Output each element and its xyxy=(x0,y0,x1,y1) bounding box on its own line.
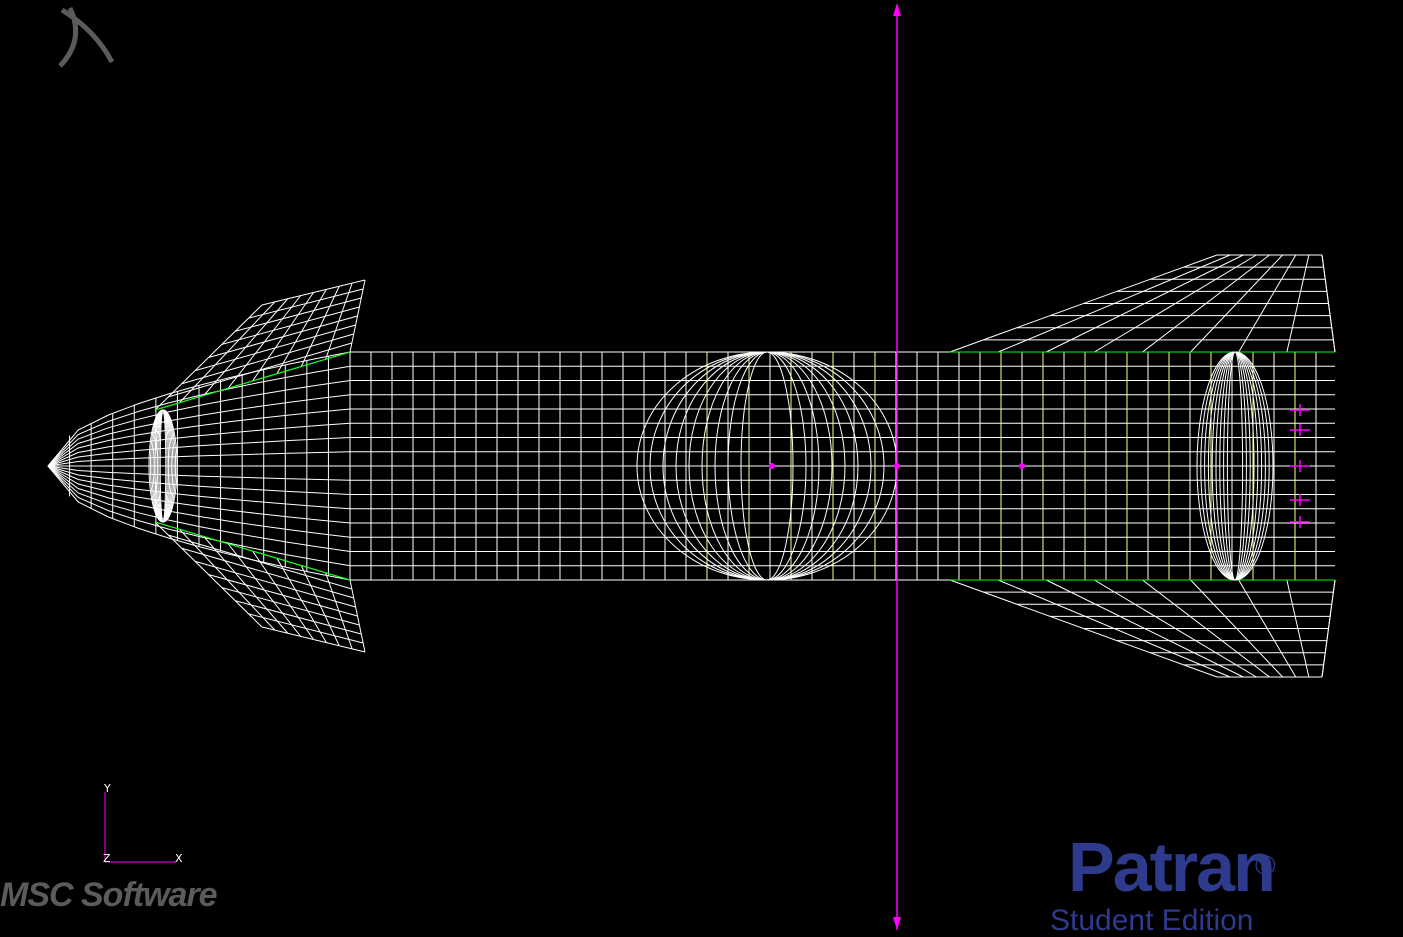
axis-arrow-top xyxy=(893,3,901,16)
fin-mesh-line xyxy=(168,342,353,398)
triad-y-label: Y xyxy=(103,782,111,795)
rocket-mesh xyxy=(47,254,1336,678)
flap-tip-edge xyxy=(1321,254,1336,353)
fin-mesh-line xyxy=(181,333,354,385)
triad-z-label: Z xyxy=(103,852,111,865)
coordinate-triad: Y Z X xyxy=(103,782,183,865)
node-marker xyxy=(894,463,900,469)
fin-mesh-line xyxy=(181,547,354,599)
fin-root-edge xyxy=(154,521,351,581)
fin-mesh-line xyxy=(194,560,356,608)
symmetry-axis xyxy=(769,3,1310,930)
fin-mesh-line xyxy=(261,279,366,306)
patran-logo-title: Patran xyxy=(1068,828,1276,906)
node-marker xyxy=(769,463,775,469)
patran-edition-label: Student Edition xyxy=(1050,904,1254,937)
fin-mesh-line xyxy=(208,315,358,358)
fin-mesh-line xyxy=(221,306,360,345)
patran-registered-mark: ® xyxy=(1255,850,1276,881)
triad-x-label: X xyxy=(175,852,183,865)
fin-mesh-line xyxy=(248,288,364,319)
fin-mesh-line xyxy=(221,587,360,626)
flap-tip-edge xyxy=(1321,579,1336,678)
fin-mesh-line xyxy=(208,574,358,617)
fin-mesh-line xyxy=(235,297,362,332)
node-marker xyxy=(1019,463,1025,469)
fin-mesh-line xyxy=(261,626,366,653)
msc-x-mark-icon xyxy=(58,6,115,68)
msc-software-logo: MSC Software xyxy=(0,876,218,914)
tank-dome-curve xyxy=(1226,351,1244,581)
tank-dome-curve xyxy=(740,351,794,581)
fin-mesh-line xyxy=(194,324,356,372)
fin-mesh-line xyxy=(235,600,362,635)
axis-arrow-bottom xyxy=(893,917,901,930)
fin-mesh-line xyxy=(168,534,353,590)
fin-mesh-line xyxy=(248,613,364,644)
fin-root-edge xyxy=(154,351,351,411)
tank-dome-curve xyxy=(159,409,167,523)
